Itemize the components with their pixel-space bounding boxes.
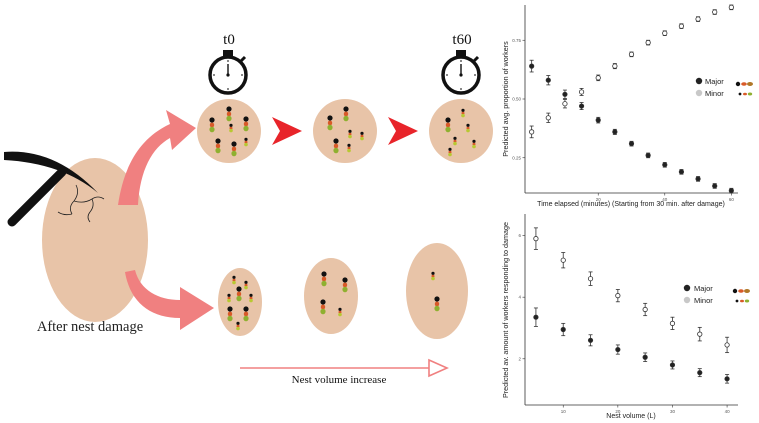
curved-arrow-down bbox=[125, 270, 214, 330]
pickaxe-icon bbox=[4, 151, 98, 227]
major-data-point bbox=[645, 152, 651, 159]
y-axis-label: Predicted avg. proportion of workers bbox=[501, 41, 510, 157]
nest-t60 bbox=[429, 99, 493, 163]
y-tick-label: 2 bbox=[518, 356, 521, 361]
minor-data-point bbox=[545, 112, 551, 123]
curved-arrow-up bbox=[118, 110, 196, 205]
minor-data-point bbox=[628, 51, 635, 58]
major-data-point bbox=[612, 128, 618, 135]
y-tick-label: 6 bbox=[518, 233, 521, 238]
minor-data-point bbox=[562, 99, 568, 109]
x-tick-label: 20 bbox=[596, 197, 602, 202]
major-data-point bbox=[642, 352, 648, 362]
minor-data-point bbox=[578, 88, 585, 96]
x-axis-label: Nest volume (L) bbox=[606, 413, 655, 420]
legend-ant-minor-icon bbox=[735, 299, 750, 303]
minor-data-point bbox=[728, 4, 734, 11]
chart-proportion-over-time: Predicted avg. proportion of workers Tim… bbox=[501, 4, 753, 208]
y-axis-label: Predicted av. amount of workers respondi… bbox=[501, 222, 510, 398]
crack-lines bbox=[57, 184, 105, 223]
nest-large-volume bbox=[406, 243, 468, 339]
minor-data-point bbox=[595, 74, 601, 82]
minor-data-point bbox=[645, 39, 651, 46]
legend-major-label: Major bbox=[694, 284, 713, 293]
minor-data-point bbox=[662, 30, 668, 36]
major-data-point bbox=[578, 102, 585, 110]
nest-t0 bbox=[197, 99, 261, 163]
x-tick-label: 60 bbox=[729, 197, 735, 202]
major-data-point bbox=[529, 59, 535, 73]
legend-ant-minor-icon bbox=[738, 92, 753, 96]
major-data-point bbox=[697, 368, 703, 378]
legend-ant-major-icon bbox=[732, 288, 750, 294]
major-data-point bbox=[712, 183, 718, 189]
major-data-point bbox=[678, 169, 685, 175]
volume-arrow-label: Nest volume increase bbox=[292, 374, 387, 386]
minor-data-point bbox=[678, 23, 685, 29]
major-data-point bbox=[724, 374, 730, 384]
x-tick-label: 20 bbox=[615, 409, 621, 414]
major-data-point bbox=[615, 344, 621, 355]
minor-data-point bbox=[529, 125, 535, 139]
major-data-point bbox=[669, 360, 676, 370]
volume-increase-arrow bbox=[240, 358, 449, 378]
legend-minor-label: Minor bbox=[694, 296, 713, 305]
minor-data-point bbox=[533, 227, 539, 250]
major-data-point bbox=[728, 187, 734, 194]
minor-data-point bbox=[560, 252, 566, 269]
minor-data-point bbox=[612, 63, 618, 70]
red-chevron-arrow bbox=[388, 117, 418, 145]
nest-caption: After nest damage bbox=[37, 319, 143, 335]
major-data-point bbox=[662, 162, 668, 168]
minor-data-point bbox=[669, 316, 676, 330]
minor-data-point bbox=[724, 336, 730, 354]
y-tick-label: 0.25 bbox=[512, 155, 521, 160]
red-chevron-arrow bbox=[272, 117, 302, 145]
x-tick-label: 40 bbox=[662, 197, 668, 202]
minor-data-point bbox=[695, 16, 701, 22]
y-tick-label: 0.75 bbox=[512, 38, 521, 43]
minor-data-point bbox=[642, 302, 648, 317]
legend-major-label: Major bbox=[705, 77, 724, 86]
legend: Major Minor bbox=[683, 284, 750, 305]
major-data-point bbox=[587, 334, 594, 347]
legend: Major Minor bbox=[695, 77, 753, 98]
minor-data-point bbox=[697, 326, 703, 342]
timer-end-label: t60 bbox=[452, 32, 471, 48]
minor-data-point bbox=[615, 289, 621, 303]
y-tick-label: 0.50 bbox=[512, 97, 521, 102]
major-data-point bbox=[562, 89, 568, 99]
x-tick-label: 40 bbox=[725, 409, 731, 414]
nest-small-volume bbox=[218, 268, 262, 336]
nest-t30 bbox=[313, 99, 377, 163]
timer-start-label: t0 bbox=[223, 32, 235, 48]
y-tick-label: 4 bbox=[518, 295, 521, 300]
minor-data-point bbox=[587, 271, 594, 286]
legend-minor-label: Minor bbox=[705, 89, 724, 98]
legend-ant-major-icon bbox=[735, 81, 753, 87]
major-data-point bbox=[695, 176, 701, 182]
x-axis-label: Time elapsed (minutes) (Starting from 30… bbox=[537, 201, 725, 208]
stopwatch-icon bbox=[441, 48, 481, 95]
major-data-point bbox=[560, 322, 566, 337]
major-data-point bbox=[628, 140, 635, 147]
chart-workers-vs-volume: Predicted av. amount of workers respondi… bbox=[501, 214, 750, 420]
major-data-point bbox=[545, 75, 551, 86]
stopwatch-icon bbox=[208, 48, 248, 95]
x-tick-label: 10 bbox=[561, 409, 567, 414]
major-data-point bbox=[533, 307, 539, 327]
x-tick-label: 30 bbox=[670, 409, 676, 414]
major-data-point bbox=[595, 116, 601, 124]
minor-data-point bbox=[712, 9, 718, 15]
nest-medium-volume bbox=[304, 258, 358, 334]
